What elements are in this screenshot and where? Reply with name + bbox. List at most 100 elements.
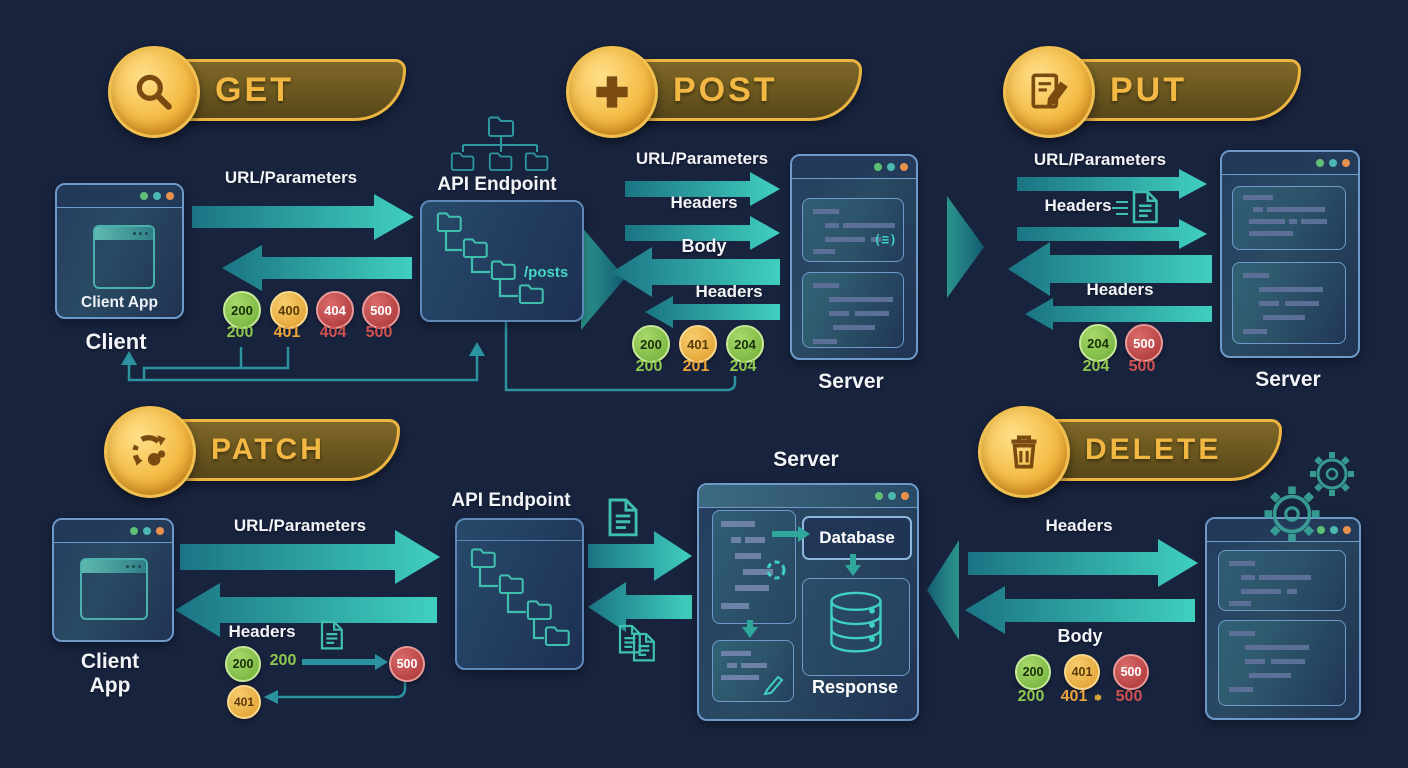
patch-client-label-1: Client bbox=[80, 650, 140, 673]
delete-status-label-401: 401 bbox=[1061, 688, 1104, 706]
get-status-label-200: 200 bbox=[226, 324, 254, 341]
patch-request-arrow bbox=[180, 530, 440, 584]
status-badge-text: 500 bbox=[1120, 665, 1142, 679]
server-log-panel bbox=[712, 640, 794, 702]
post-request-label-url: URL/Parameters bbox=[635, 149, 769, 168]
post-request-label-headers: Headers bbox=[670, 193, 738, 212]
delete-status-label-500: 500 bbox=[1115, 688, 1143, 705]
post-status-label-200: 200 bbox=[635, 358, 663, 375]
patch-headers-label: Headers bbox=[228, 622, 296, 641]
gear-icon bbox=[1093, 693, 1102, 701]
headers-document-icon bbox=[320, 620, 343, 650]
server-code-panel bbox=[712, 510, 796, 624]
status-badge-text: 204 bbox=[734, 336, 756, 352]
delete-coin bbox=[978, 406, 1070, 498]
patch-endpoint-title: API Endpoint bbox=[451, 490, 571, 511]
get-client-label: Client bbox=[85, 329, 147, 354]
put-status-badge-204: 204 bbox=[1079, 324, 1117, 362]
post-server-window: (≡) bbox=[790, 154, 918, 360]
headers-document-icon bbox=[1112, 190, 1158, 224]
post-method-label: POST bbox=[673, 70, 778, 109]
patch-endpoint-card bbox=[455, 518, 584, 670]
get-endpoint-title: API Endpoint bbox=[437, 174, 557, 195]
window-titlebar bbox=[792, 156, 916, 179]
window-dot bbox=[901, 492, 909, 500]
delete-flow-chevron bbox=[927, 540, 959, 640]
patch-status-label-200: 200 bbox=[269, 652, 297, 669]
code-panel bbox=[802, 272, 904, 348]
server-internal-window: Database Response bbox=[697, 483, 919, 721]
arrow-up-icon bbox=[469, 342, 485, 356]
mini-window-titlebar bbox=[82, 560, 146, 573]
get-request-label: URL/Parameters bbox=[224, 168, 358, 187]
arrow-left-icon bbox=[264, 690, 278, 704]
patch-status-badge-500: 500 bbox=[389, 646, 425, 682]
window-dot bbox=[1330, 526, 1338, 534]
window-dot bbox=[1343, 526, 1351, 534]
get-loop-connector bbox=[127, 353, 479, 382]
status-badge-text: 401 bbox=[687, 336, 709, 352]
put-status-label-500: 500 bbox=[1128, 358, 1156, 375]
api-tree-icon bbox=[450, 116, 549, 171]
window-dot bbox=[875, 492, 883, 500]
endpoint-to-server-arrow bbox=[588, 531, 692, 581]
put-status-badge-500: 500 bbox=[1125, 324, 1163, 362]
delete-request-arrow bbox=[968, 539, 1198, 587]
get-request-arrow bbox=[192, 194, 414, 240]
delete-status-label-200: 200 bbox=[1017, 688, 1045, 705]
get-status-badge-404: 404 bbox=[316, 291, 354, 329]
window-dot bbox=[874, 163, 882, 171]
window-titlebar bbox=[54, 520, 172, 543]
window-titlebar bbox=[1207, 519, 1359, 542]
post-status-label-201: 201 bbox=[682, 358, 710, 375]
server-to-endpoint-arrow bbox=[588, 582, 692, 632]
server-panel-title: Server bbox=[773, 448, 839, 471]
window-dot bbox=[1329, 159, 1337, 167]
mini-window-titlebar bbox=[95, 227, 153, 240]
put-request-label-url: URL/Parameters bbox=[1033, 150, 1167, 169]
put-server-label: Server bbox=[1255, 368, 1321, 391]
window-dot bbox=[143, 527, 151, 535]
mini-window-dots bbox=[125, 564, 129, 569]
response-label: Response bbox=[811, 677, 899, 697]
database-cylinder-icon bbox=[830, 591, 882, 653]
card-divider bbox=[457, 540, 582, 541]
response-documents-icon bbox=[618, 624, 655, 662]
post-status-label-204: 204 bbox=[729, 358, 757, 375]
patch-method-label: PATCH bbox=[211, 433, 325, 466]
pencil-icon bbox=[763, 675, 784, 695]
json-icon: (≡) bbox=[873, 233, 897, 248]
mini-browser-window bbox=[80, 558, 148, 620]
get-status-label-404: 404 bbox=[319, 324, 347, 341]
window-dot bbox=[156, 527, 164, 535]
status-badge-text: 200 bbox=[640, 336, 662, 352]
patch-retry-connector bbox=[278, 679, 407, 699]
patch-status-badge-401: 401 bbox=[227, 685, 261, 719]
window-dot bbox=[1316, 159, 1324, 167]
get-client-window: Client App bbox=[55, 183, 184, 319]
get-coin bbox=[108, 46, 200, 138]
status-badge-text: 500 bbox=[1133, 335, 1155, 351]
window-titlebar bbox=[57, 185, 182, 208]
refresh-patch-icon bbox=[132, 435, 166, 466]
patch-status-arrow bbox=[302, 654, 388, 670]
get-status-badge-200: 200 bbox=[223, 291, 261, 329]
delete-server-window bbox=[1205, 517, 1361, 720]
window-dot bbox=[900, 163, 908, 171]
delete-response-label: Body bbox=[1057, 626, 1103, 646]
patch-response-arrow bbox=[175, 583, 437, 637]
status-badge-text: 200 bbox=[1022, 665, 1044, 679]
mini-window-dots bbox=[132, 231, 136, 236]
get-method-label: GET bbox=[215, 70, 294, 109]
code-panel bbox=[1232, 186, 1346, 250]
status-badge-text: 500 bbox=[370, 302, 392, 318]
database-box: Database bbox=[802, 516, 912, 560]
delete-method-label: DELETE bbox=[1085, 433, 1222, 466]
database-label: Database bbox=[819, 528, 895, 547]
status-badge-text: 401 bbox=[233, 695, 255, 709]
code-panel: (≡) bbox=[802, 198, 904, 262]
put-response-arrow-headers bbox=[1025, 298, 1212, 330]
patch-client-label-2: App bbox=[89, 674, 131, 697]
patch-status-badge-200: 200 bbox=[225, 646, 261, 682]
